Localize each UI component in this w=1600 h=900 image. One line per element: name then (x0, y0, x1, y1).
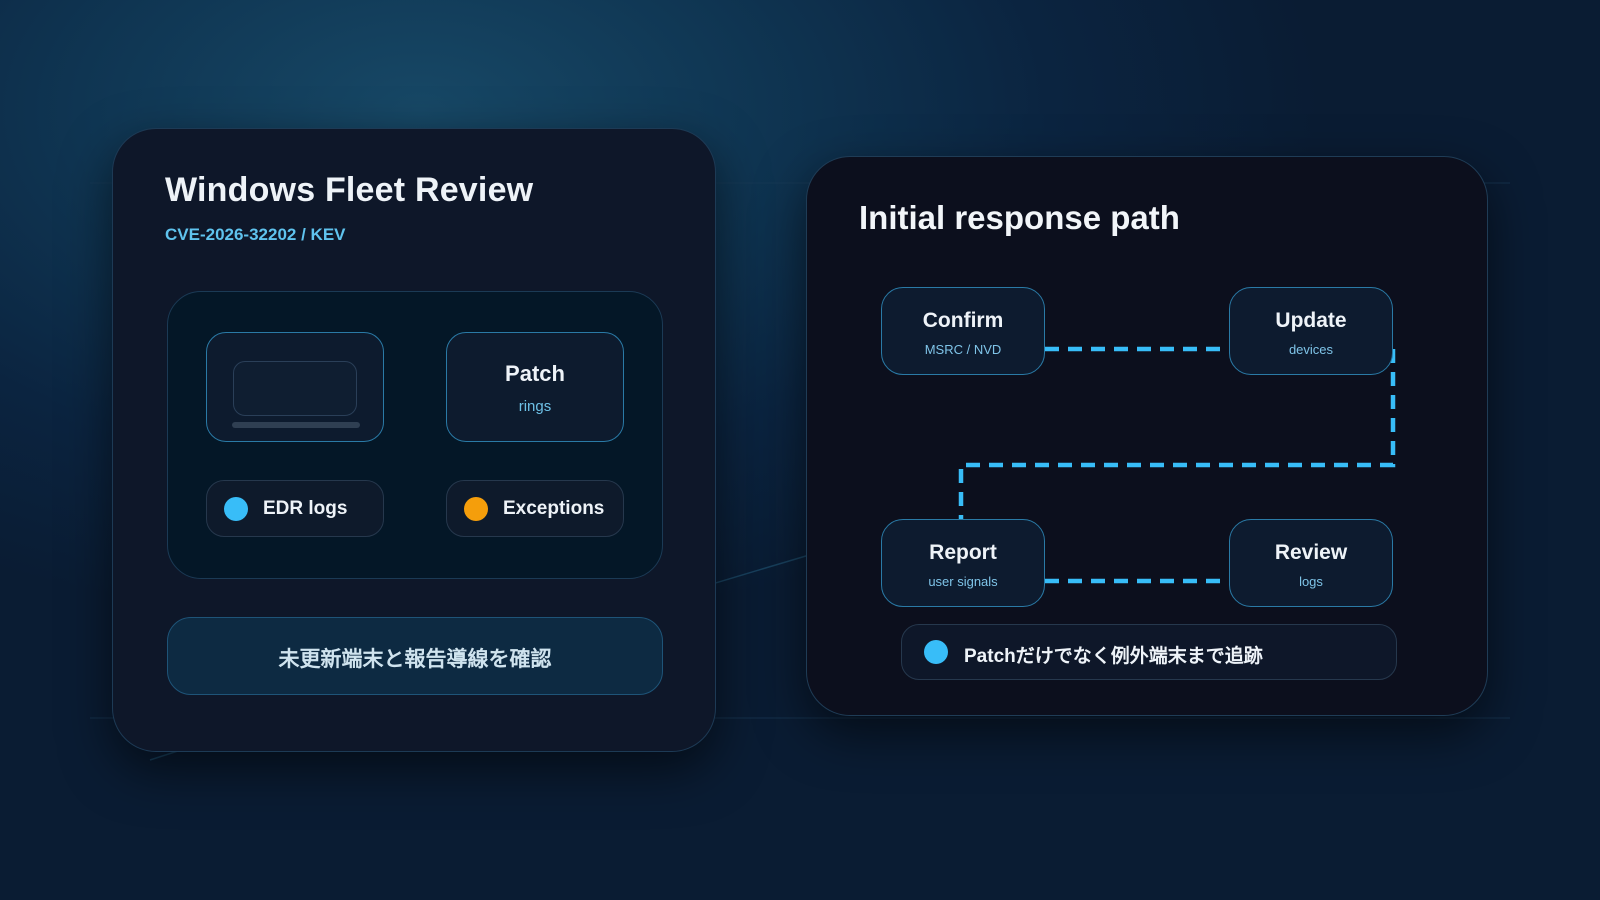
patch-tile-sub: rings (518, 398, 552, 415)
exceptions-pill[interactable]: Exceptions (446, 480, 624, 537)
edr-logs-label: EDR logs (263, 498, 348, 519)
card-title: Initial response path (859, 199, 1180, 236)
status-dot-icon (464, 497, 488, 521)
flow-node-confirm[interactable]: Confirm MSRC / NVD (881, 287, 1045, 375)
edr-logs-pill[interactable]: EDR logs (206, 480, 384, 537)
cve-subtitle: CVE-2026-32202 / KEV (165, 225, 346, 244)
flow-node-review[interactable]: Review logs (1229, 519, 1393, 607)
response-path-card: Initial response path Confirm MSRC / NVD… (806, 156, 1488, 716)
flow-connectors (958, 346, 1396, 584)
patch-rings-tile[interactable]: Patch rings (446, 332, 624, 442)
confirm-action-label: 未更新端末と報告導線を確認 (278, 648, 552, 671)
node-sub: devices (1288, 342, 1334, 357)
fleet-review-card: Windows Fleet Review CVE-2026-32202 / KE… (112, 128, 716, 752)
patch-tile-label: Patch (505, 361, 565, 386)
status-dot-icon (224, 497, 248, 521)
flow-node-report[interactable]: Report user signals (881, 519, 1045, 607)
card-title: Windows Fleet Review (165, 171, 534, 209)
connector-update-report (958, 349, 1396, 519)
fleet-status-panel: Patch rings EDR logs Exceptions (167, 291, 663, 579)
node-sub: logs (1299, 574, 1323, 589)
node-sub: user signals (928, 574, 998, 589)
exceptions-label: Exceptions (503, 498, 605, 519)
node-sub: MSRC / NVD (924, 342, 1002, 357)
tracking-note-text: Patchだけでなく例外端末まで追跡 (964, 646, 1263, 667)
node-label: Report (929, 541, 997, 564)
tracking-note: Patchだけでなく例外端末まで追跡 (901, 624, 1397, 680)
node-label: Update (1275, 309, 1347, 332)
flow-node-update[interactable]: Update devices (1229, 287, 1393, 375)
confirm-action-button[interactable]: 未更新端末と報告導線を確認 (167, 617, 663, 695)
node-label: Confirm (922, 309, 1004, 332)
node-label: Review (1274, 541, 1348, 564)
status-dot-icon (924, 640, 948, 664)
device-tile[interactable] (206, 332, 384, 442)
